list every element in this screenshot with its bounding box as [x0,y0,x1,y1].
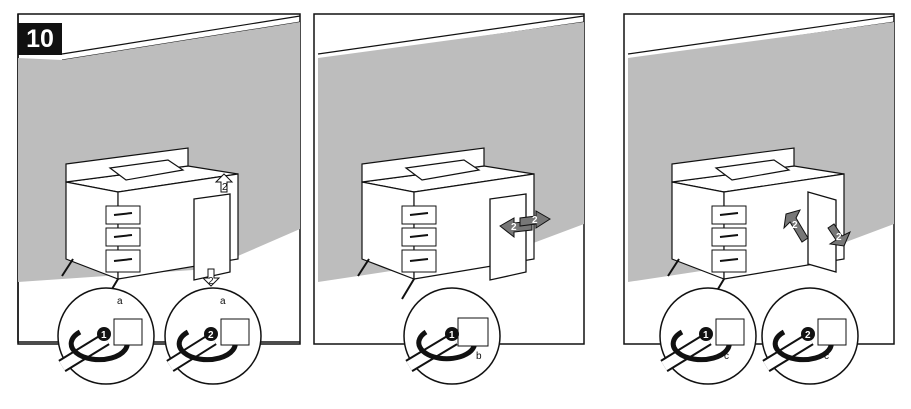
sink-basin [108,159,185,181]
step-marker-1: 1 [449,330,455,341]
panel-2-hinge-depth-adjust: 2 2 b 1 [313,13,596,385]
door-arrow-up-number: 2 [222,182,228,193]
arrow-in-number: 2 [511,222,517,233]
callout-c-2: c [824,351,829,362]
callout-b: b [476,351,482,362]
step-marker-2: 2 [805,330,811,341]
callout-c-1: c [724,351,729,362]
callout-a-1: a [117,296,123,307]
cabinet-door [807,191,837,273]
step-marker-1: 1 [703,330,709,341]
panel-3-hinge-side-adjust: 2 2 c c 1 2 [623,13,906,385]
callout-a-2: a [220,296,226,307]
panel-3-illustration: 2 2 c c 1 2 [623,13,895,385]
sink-basin [404,159,481,181]
arrow-out-number: 2 [532,215,538,226]
step-number-badge: 10 [18,23,62,55]
step-marker-1: 1 [101,330,107,341]
step-marker-2: 2 [208,330,214,341]
cabinet-door [489,193,527,281]
door-arrow-down-number: 2 [208,276,214,287]
cabinet-door [193,193,231,281]
sink-basin [714,159,791,181]
panel-2-illustration: 2 2 b 1 [313,13,585,385]
panel-1-hinge-vertical-adjust: a a 1 2 2 2 [17,13,301,385]
door-arrow-right-number: 2 [836,232,842,243]
door-arrow-left-number: 2 [792,220,798,231]
panel-1-illustration: a a 1 2 2 2 [17,13,301,385]
